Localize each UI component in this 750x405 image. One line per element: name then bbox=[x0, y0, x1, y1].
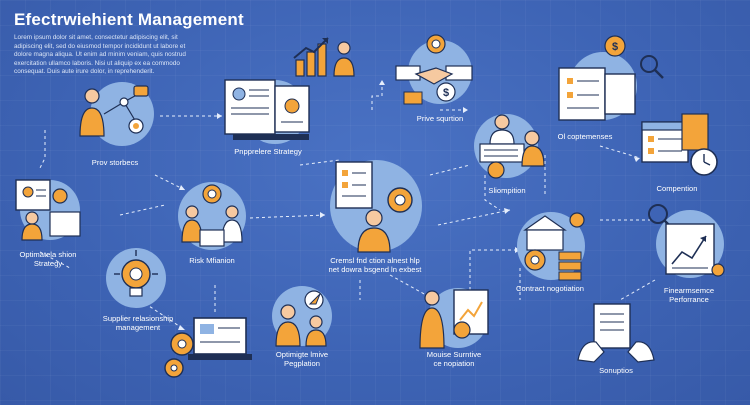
node-label-contract-negotiation: Contract nogotiation bbox=[500, 284, 600, 293]
presenter-icon bbox=[419, 288, 489, 349]
node-label-competition: Compention bbox=[632, 184, 722, 193]
intro-line: exercitation ullamco laboris. Nisi ut al… bbox=[14, 59, 180, 67]
page-title: Efectrwiehient Management bbox=[14, 10, 244, 29]
competition-documents-icon bbox=[641, 113, 718, 176]
node-label-line: Sonuptios bbox=[599, 366, 633, 375]
team-meeting-icon bbox=[474, 114, 545, 179]
node-label-operations: Ol coptemenses bbox=[540, 132, 630, 141]
finance-clipboard-icon: $ bbox=[558, 35, 664, 121]
node-label-prepare-strategy: Pnpprelere Strategy bbox=[218, 147, 318, 156]
node-label-line: Contract nogotiation bbox=[516, 284, 584, 293]
node-label-supplier-relationship: Supplier relasionship management bbox=[88, 314, 188, 332]
node-label-line: management bbox=[115, 323, 161, 332]
node-label-prov-stories: Prov storbecs bbox=[70, 158, 160, 167]
node-label-line: Risk Mfianion bbox=[189, 256, 235, 265]
node-label-line: Supplier relasionship bbox=[102, 314, 174, 323]
node-label-mouse-summary: Mouise Surntive ce nopiation bbox=[404, 350, 504, 368]
node-label-line: Perforrance bbox=[669, 295, 709, 304]
risk-team-icon bbox=[178, 182, 246, 250]
node-label-prive-equations: Prive squrtion bbox=[395, 114, 485, 123]
node-label-line: Compention bbox=[656, 184, 698, 193]
node-label-line: Optimatela shion bbox=[19, 250, 77, 259]
performance-chart-icon bbox=[648, 204, 725, 278]
laptop-gears-icon bbox=[164, 317, 252, 378]
strategy-document-icon bbox=[224, 79, 310, 144]
node-label-line: Mouise Surntive bbox=[426, 350, 482, 359]
intro-line: consequat. Duis aute irure dolor, in rep… bbox=[14, 68, 155, 76]
node-label-line: Finearmsemce bbox=[663, 286, 715, 295]
contract-negotiation-icon bbox=[517, 212, 585, 281]
node-label-line: Pnpprelere Strategy bbox=[234, 147, 302, 156]
intro-line: adipiscing elit, sed do eiusmod tempor i… bbox=[14, 42, 186, 50]
node-label-line: net dowra bsgend ln exbest bbox=[328, 265, 422, 274]
svg-text:$: $ bbox=[612, 41, 618, 53]
intro-line: dolore magna aliqua. Ut enim ad minim ve… bbox=[14, 51, 186, 59]
signed-document-icon bbox=[577, 303, 655, 363]
node-label-line: Optimigte lmive bbox=[275, 350, 329, 359]
node-label-optimization-strategy: Optimatela shion Strategy bbox=[8, 250, 88, 268]
team-rocket-icon bbox=[272, 286, 332, 347]
node-label-line: Prov storbecs bbox=[91, 158, 139, 167]
node-label-line: Ol coptemenses bbox=[557, 132, 613, 141]
node-label-line: Prive squrtion bbox=[416, 114, 464, 123]
node-label-risk-mention: Risk Mfianion bbox=[170, 256, 254, 265]
node-label-elimination: Sliompition bbox=[462, 186, 552, 195]
growth-chart-icon bbox=[293, 37, 355, 77]
intro-line: Lorem ipsum dolor sit amet, consectetur … bbox=[14, 34, 178, 41]
node-label-line: ce nopiation bbox=[433, 359, 475, 368]
node-label-line: Sliompition bbox=[488, 186, 526, 195]
intro-paragraph: Lorem ipsum dolor sit amet, consectetur … bbox=[14, 34, 222, 77]
svg-text:$: $ bbox=[443, 87, 449, 99]
node-label-central: Cremsl fnd ction alnest hlp net dowra bs… bbox=[315, 256, 435, 274]
node-label-optimize-population: Optimigte lmive Pegplation bbox=[252, 350, 352, 368]
strategy-board-icon bbox=[15, 179, 81, 241]
node-label-line: Pegplation bbox=[284, 359, 320, 368]
network-people-icon bbox=[79, 82, 154, 146]
supplier-idea-icon bbox=[106, 248, 166, 308]
central-strategy-icon bbox=[330, 160, 422, 253]
node-label-line: Strategy bbox=[33, 259, 63, 268]
handshake-icon: $ bbox=[395, 34, 473, 105]
node-label-line: Cremsl fnd ction alnest hlp bbox=[330, 256, 420, 265]
node-label-solutions: Sonuptios bbox=[574, 366, 658, 375]
node-label-finance-performance: Finearmsemce Perforrance bbox=[642, 286, 736, 304]
